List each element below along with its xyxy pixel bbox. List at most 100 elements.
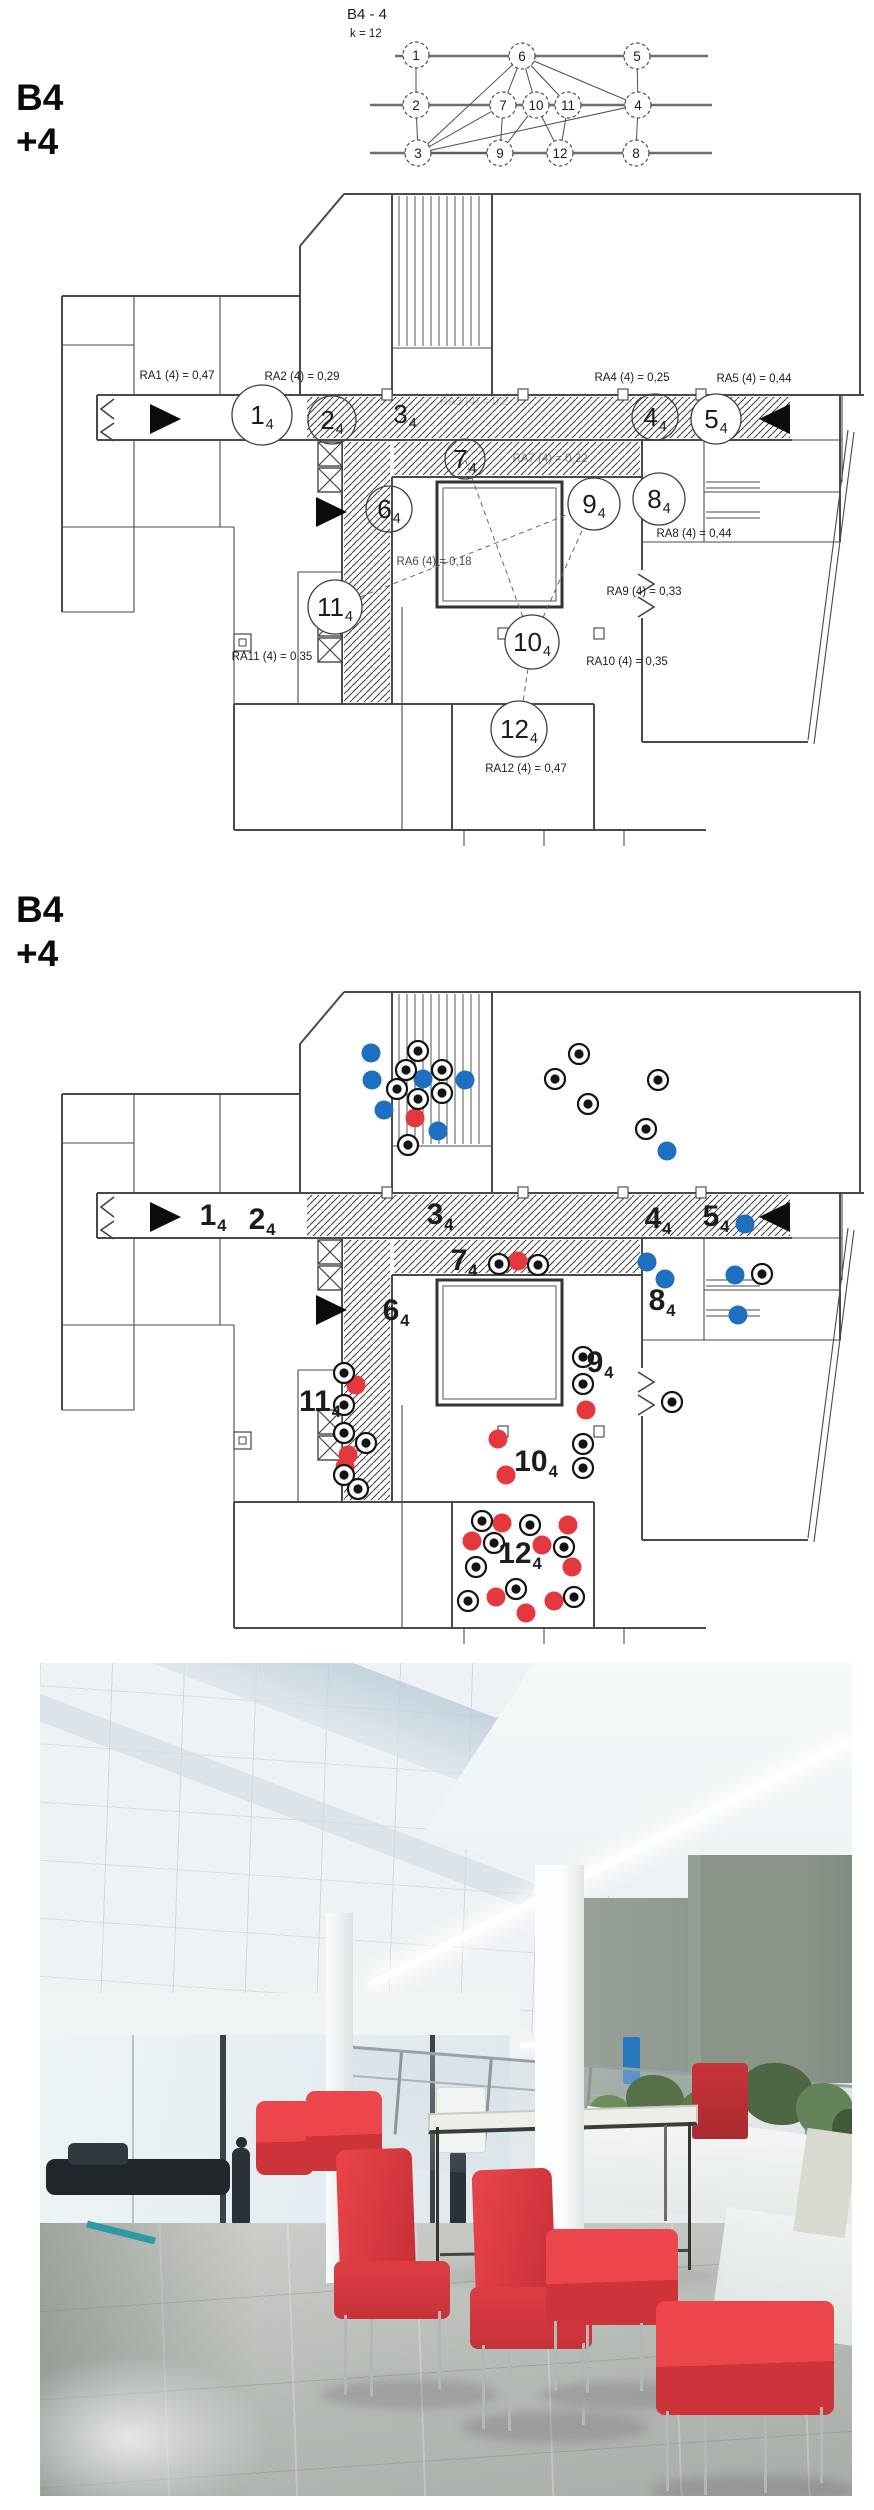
graph-node-label: 10: [528, 98, 543, 113]
plan2-node-2: 24: [249, 1203, 277, 1239]
observation-dot-black: [353, 1484, 363, 1494]
observation-dot-black: [578, 1379, 588, 1389]
column-symbol: [233, 633, 252, 652]
observation-dot-black: [413, 1094, 423, 1104]
wall-thin: [807, 429, 849, 741]
graph-node-label: 1: [412, 48, 420, 63]
door-square: [593, 627, 605, 640]
door-square: [381, 1186, 393, 1199]
photo-ottoman-leg: [820, 2407, 823, 2483]
chevron-mark: [637, 1394, 656, 1416]
graph-node-circle: [404, 139, 432, 167]
photo-ottoman-leg: [764, 2415, 767, 2493]
entrance-arrow-icon: [316, 497, 347, 527]
observation-dot-black: [641, 1124, 651, 1134]
photo-ottoman-leg: [640, 2323, 643, 2391]
graph-node-1: 1: [402, 41, 430, 69]
photo-red-ottoman-2: [656, 2301, 834, 2415]
node-number: 94: [587, 1346, 615, 1382]
observation-dot-red: [405, 1108, 425, 1128]
shaft-x: [317, 1265, 343, 1291]
observation-dot-red: [562, 1557, 582, 1577]
plan1-heading: B4 +4: [16, 76, 63, 163]
observation-dot-black: [578, 1352, 588, 1362]
door-square: [695, 1186, 707, 1199]
observation-dot-red: [492, 1513, 512, 1533]
observation-dot-black: [477, 1516, 487, 1526]
graph-node-circle: [402, 91, 430, 119]
observation-dot-blue: [728, 1305, 748, 1325]
graph-node-circle: [489, 91, 517, 119]
observation-dot-red: [544, 1591, 564, 1611]
graph-node-label: 12: [552, 146, 567, 161]
graph-node-label: 7: [499, 98, 507, 113]
node-circle: [307, 395, 357, 445]
graph-node-3: 3: [404, 139, 432, 167]
observation-dot-black: [653, 1075, 663, 1085]
observation-dot-black: [494, 1259, 504, 1269]
graph-node-circle: [624, 91, 652, 119]
graph-node-4: 4: [624, 91, 652, 119]
photo-red-ottoman-back-left: [256, 2101, 314, 2175]
graph-node-9: 9: [486, 139, 514, 167]
node-number: 14: [200, 1199, 228, 1235]
graph-edge-6-3: [417, 55, 523, 154]
node-circle: [231, 384, 293, 446]
chevron-mark: [637, 596, 656, 618]
wall: [299, 991, 345, 1045]
node-circle: [307, 579, 363, 635]
plan2-node-6: 64: [383, 1294, 411, 1330]
photo-red-chair-far: [692, 2063, 748, 2139]
graph-edge-3-7: [417, 104, 504, 154]
photo-ottoman-leg: [586, 2325, 589, 2393]
observation-dot-black: [525, 1520, 535, 1530]
observation-dot-black: [413, 1046, 423, 1056]
photo-railing-post: [393, 2052, 404, 2135]
door-square: [517, 388, 529, 401]
plan1-node-11: 114: [307, 579, 363, 635]
photo-window-mullion: [132, 2035, 134, 2261]
graph-edge-6-4: [521, 55, 639, 106]
observation-dot-black: [489, 1538, 499, 1548]
graph-node-circle: [546, 139, 574, 167]
node-circle: [365, 485, 413, 533]
hatched-zone: [344, 442, 390, 702]
entrance-arrow-icon: [150, 404, 181, 434]
observation-dot-red: [496, 1465, 516, 1485]
graph-node-circle: [402, 41, 430, 69]
node-number: 84: [649, 1284, 677, 1320]
graph-node-label: 9: [496, 146, 504, 161]
observation-dot-red: [488, 1429, 508, 1449]
observation-dot-blue: [361, 1043, 381, 1063]
observation-dot-black: [511, 1584, 521, 1594]
plan2-heading-line1: B4: [16, 889, 64, 930]
door-square: [617, 1186, 629, 1199]
observation-dot-black: [583, 1099, 593, 1109]
entrance-arrow-icon: [759, 1202, 790, 1232]
ra-value-label: RA7 (4) = 0,22: [512, 453, 587, 465]
photo-bench-silhouette: [46, 2159, 230, 2195]
plan2-node-8: 84: [649, 1284, 677, 1320]
observation-dot-black: [569, 1592, 579, 1602]
observation-dot-red: [508, 1251, 528, 1271]
photo-chair-leg: [438, 2311, 441, 2389]
node-circle: [444, 438, 486, 480]
graph-title: B4 - 4: [347, 6, 388, 23]
graph-node-12: 12: [546, 139, 574, 167]
observation-dot-red: [462, 1531, 482, 1551]
photo-person: [450, 2149, 466, 2229]
interior-photo: [40, 1663, 852, 2496]
node-circle: [690, 393, 742, 445]
observation-dot-black: [667, 1397, 677, 1407]
door-square: [593, 1425, 605, 1438]
ra-value-label: RA12 (4) = 0,47: [485, 763, 567, 775]
plan1-node-1: 14: [231, 384, 293, 446]
photo-chair-leg: [508, 2351, 511, 2431]
observation-dot-black: [574, 1049, 584, 1059]
observation-dot-blue: [362, 1070, 382, 1090]
entrance-arrow-icon: [759, 404, 790, 434]
wall-thin: [807, 1227, 849, 1539]
